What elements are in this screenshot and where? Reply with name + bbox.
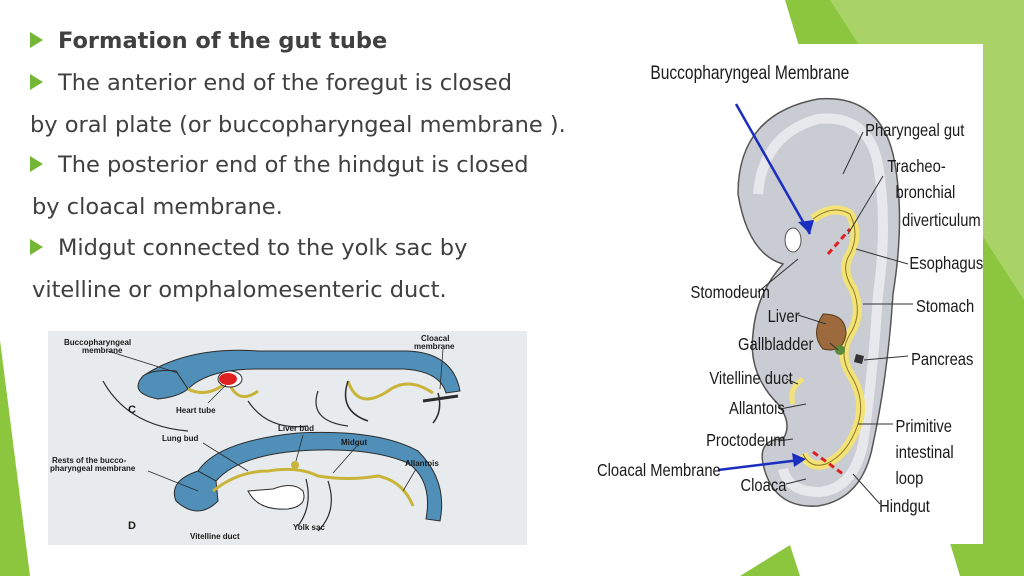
label-vitelline-duct: Vitelline duct [190, 532, 240, 541]
vitelline-duct-shape [789, 376, 805, 405]
embryo-c-head [137, 370, 189, 400]
leader-lines [757, 131, 913, 505]
bullet-heading: Formation of the gut tube [30, 28, 387, 54]
gut-tube-outline [802, 209, 862, 466]
bullet-arrow-icon [30, 155, 43, 172]
bullet-item: Midgut connected to the yolk sac by [30, 235, 467, 261]
panel-label-d: D [128, 520, 136, 532]
label-stomach: Stomach [916, 297, 974, 317]
label-pancreas: Pancreas [911, 350, 973, 370]
heart-tube-shape [219, 373, 237, 385]
label-allantois: Allantois [729, 399, 785, 419]
label-tracheo: Tracheo- [887, 157, 945, 177]
label-rests-2: pharyngeal membrane [50, 464, 136, 473]
gallbladder-shape [835, 345, 845, 355]
gut-derivatives-figure: Buccopharyngeal Membrane Pharyngeal gut … [588, 44, 983, 544]
label-lung-bud: Lung bud [162, 434, 199, 443]
label-loop: loop [896, 469, 924, 489]
label-midgut: Midgut [341, 438, 368, 447]
heart-tube-leader [207, 384, 227, 404]
label-primitive: Primitive [896, 417, 953, 437]
label-esophagus: Esophagus [909, 254, 983, 274]
arrow-head-icon [792, 453, 806, 467]
label-heart-tube: Heart tube [176, 406, 216, 415]
gut-tube-sections-figure: Buccopharyngeal membrane Cloacal membran… [48, 331, 527, 545]
left-green-band [0, 340, 30, 576]
cloacal-leader [439, 348, 444, 390]
embryo-c-membranes [102, 380, 349, 432]
embryo-d-gut [212, 467, 415, 507]
cloacal-arrow-icon [717, 458, 801, 472]
cloacal-arrow-icon [422, 394, 459, 403]
label-diverticulum: diverticulum [902, 211, 981, 231]
embryo-d-head [173, 470, 219, 512]
label-cloacal-2: membrane [414, 342, 455, 351]
label-gallbladder: Gallbladder [738, 335, 814, 355]
label-yolk-sac: Yolk sac [293, 523, 325, 532]
embryo-d-ectoderm [197, 431, 443, 522]
label-liver-bud: Liver bud [278, 424, 314, 433]
label-cloaca: Cloaca [741, 476, 788, 496]
lung-bud-leader [202, 442, 249, 472]
label-hindgut: Hindgut [879, 497, 930, 517]
label-cloacal-membrane: Cloacal Membrane [597, 461, 721, 481]
bottom-green-band [740, 545, 800, 576]
label-allantois: Allantois [405, 459, 439, 468]
bullet-continuation: by oral plate (or buccopharyngeal membra… [30, 112, 566, 138]
embryo-c-tail [344, 380, 441, 424]
label-cloacal: Cloacal [421, 334, 449, 343]
bullet-continuation: by cloacal membrane. [32, 194, 283, 220]
liver-bud-leader [295, 434, 304, 462]
bullet-item: The posterior end of the hindgut is clos… [30, 152, 529, 178]
label-intestinal: intestinal [896, 443, 954, 463]
midgut-leader [332, 446, 357, 474]
panel-label-c: C [128, 404, 136, 416]
label-bronchial: bronchial [896, 183, 956, 203]
embryo-eye [784, 227, 802, 253]
label-stomodeum: Stomodeum [691, 283, 770, 303]
label-liver: Liver [768, 307, 800, 327]
bullet-arrow-icon [30, 73, 43, 90]
embryo-d-liver [247, 485, 305, 510]
bullet-item: The anterior end of the foregut is close… [30, 70, 512, 96]
embryo-body-highlight [753, 113, 888, 498]
label-pharyngeal-gut: Pharyngeal gut [865, 121, 965, 141]
arrow-head-icon [798, 220, 814, 234]
pancreas-shape [854, 354, 864, 364]
embryo-c-ectoderm [141, 349, 461, 394]
label-proctodeum: Proctodeum [706, 431, 785, 451]
buccopharyngeal-arrow-icon [734, 103, 812, 235]
buccopharyngeal-leader [107, 350, 179, 374]
bullet-arrow-icon [30, 31, 43, 48]
bullet-arrow-icon [30, 238, 43, 255]
foregut-boundary [826, 228, 852, 255]
rests-leader [147, 470, 199, 492]
embryo-d-yolk-sac [297, 478, 332, 532]
label-vitelline-duct: Vitelline duct [709, 369, 793, 389]
allantois-leader [402, 468, 417, 492]
hindgut-boundary [812, 450, 844, 476]
label-buccopharyngeal: Buccopharyngeal [64, 338, 131, 347]
embryo-d-liver-bud [291, 461, 299, 469]
label-rests: Rests of the bucco- [52, 456, 127, 465]
label-buccopharyngeal-2: membrane [82, 346, 123, 355]
label-buccopharyngeal-membrane: Buccopharyngeal Membrane [650, 62, 849, 84]
bullet-continuation: vitelline or omphalomesenteric duct. [32, 277, 447, 303]
